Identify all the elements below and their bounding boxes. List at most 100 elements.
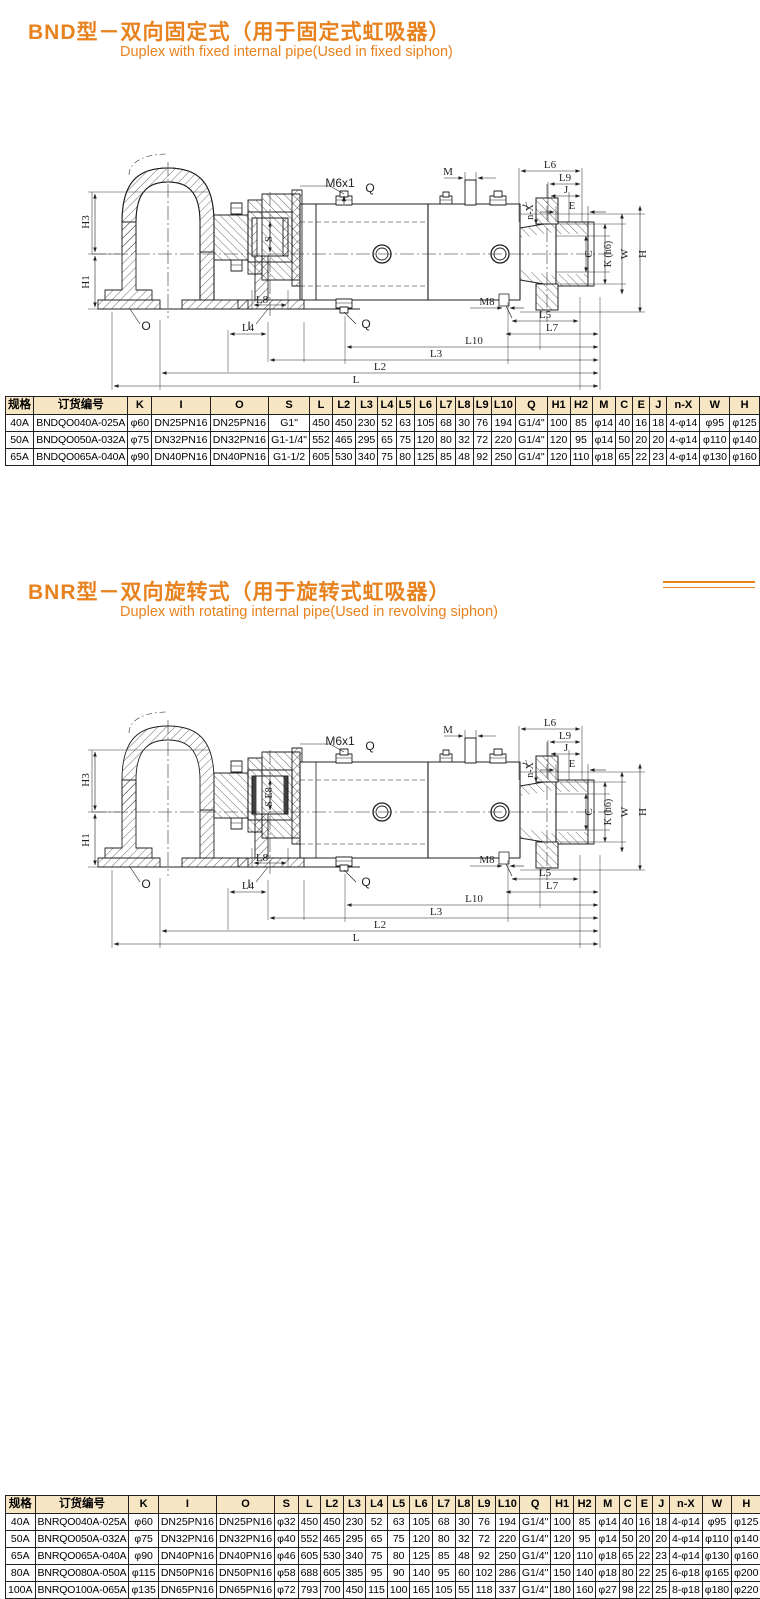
cell-L7: 95: [432, 1565, 455, 1582]
cell-I: DN40PN16: [152, 449, 210, 466]
cell-L7: 80: [432, 1531, 455, 1548]
cell-C: 50: [616, 432, 633, 449]
col-L3: L3: [355, 397, 378, 415]
cell-E: 22: [636, 1548, 653, 1565]
cell-L7: 68: [437, 415, 455, 432]
callout-Q-top: Q: [365, 181, 374, 195]
cell-H: φ160: [732, 1548, 760, 1565]
cell-J: 18: [653, 1514, 670, 1531]
dim-K-h6: K (h6): [603, 241, 614, 267]
dim-M-top: M: [443, 166, 453, 178]
cell-n-X: 8-φ18: [669, 1582, 702, 1599]
cell-I: DN25PN16: [152, 415, 210, 432]
col-O: O: [216, 1496, 274, 1514]
cell-S: G1-1/4": [269, 432, 310, 449]
dim-W: W: [619, 248, 631, 259]
cell-W: φ110: [702, 1531, 731, 1548]
dim-H: H: [637, 250, 649, 258]
dim-E: E: [569, 758, 576, 770]
col-M: M: [596, 1496, 620, 1514]
cell-L7: 105: [432, 1582, 455, 1599]
col-code: 订货编号: [34, 397, 128, 415]
cell-W: φ130: [702, 1548, 731, 1565]
dim-L2: L2: [374, 919, 386, 931]
callout-Q-top: Q: [365, 739, 374, 753]
cell-L7: 80: [437, 432, 455, 449]
cell-K: φ60: [129, 1514, 158, 1531]
cell-K: φ90: [129, 1548, 158, 1565]
cell-L3: 230: [355, 415, 378, 432]
cell-L5: 100: [387, 1582, 410, 1599]
cell-O: DN65PN16: [216, 1582, 274, 1599]
col-L10: L10: [495, 1496, 519, 1514]
cell-L2: 465: [321, 1531, 344, 1548]
dim-J: J: [564, 184, 569, 196]
col-W: W: [700, 397, 730, 415]
cell-Q: G1/4": [519, 1548, 551, 1565]
cell-L5: 80: [387, 1548, 410, 1565]
dim-L9: L9: [559, 730, 572, 742]
col-K: K: [128, 397, 152, 415]
cell-L10: 194: [491, 415, 515, 432]
cell-I: DN25PN16: [158, 1514, 216, 1531]
callout-I: I: [247, 877, 250, 891]
cell-L6: 120: [410, 1531, 433, 1548]
cell-订货编号: BNRQO040A-025A: [35, 1514, 129, 1531]
cell-L: 450: [310, 415, 333, 432]
cell-L: 450: [298, 1514, 321, 1531]
cell-L10: 194: [495, 1514, 519, 1531]
cell-规格: 50A: [6, 1531, 36, 1548]
cell-订货编号: BNRQO065A-040A: [35, 1548, 129, 1565]
cell-L7: 68: [432, 1514, 455, 1531]
cell-L8: 48: [455, 449, 473, 466]
dim-L9: L9: [559, 172, 572, 184]
cell-J: 18: [650, 415, 667, 432]
cell-规格: 65A: [6, 1548, 36, 1565]
cell-H1: 180: [551, 1582, 574, 1599]
cell-M: φ27: [596, 1582, 620, 1599]
cell-Q: G1/4": [519, 1531, 551, 1548]
cell-L7: 85: [432, 1548, 455, 1565]
cell-订货编号: BNDQO040A-025A: [34, 415, 128, 432]
cell-W: φ180: [702, 1582, 731, 1599]
cell-H: φ125: [730, 415, 760, 432]
dim-L3: L3: [430, 348, 443, 360]
cell-L3: 340: [355, 449, 378, 466]
technical-drawing-bnr: L6 L9 M J E L8 L4 M8 L5 L7 L10 L3 L2 L M…: [0, 630, 760, 950]
cell-C: 65: [619, 1548, 636, 1565]
cell-L2: 450: [321, 1514, 344, 1531]
col-H2: H2: [573, 1496, 596, 1514]
col-L8: L8: [455, 1496, 473, 1514]
cell-O: DN32PN16: [210, 432, 268, 449]
section-title-cn-bnr: BNR型－双向旋转式（用于旋转式虹吸器）: [28, 576, 451, 606]
cell-E: 22: [636, 1565, 653, 1582]
cell-S: φ32: [275, 1514, 299, 1531]
callout-I: I: [247, 319, 250, 333]
cell-Q: G1/4": [515, 432, 547, 449]
cell-H: φ200: [732, 1565, 760, 1582]
cell-L4: 115: [366, 1582, 388, 1599]
cell-L5: 80: [396, 449, 414, 466]
dim-E: E: [569, 200, 576, 212]
dim-H1: H1: [80, 833, 92, 846]
col-S: S: [269, 397, 310, 415]
cell-S: φ40: [275, 1531, 299, 1548]
cell-K: φ115: [129, 1565, 158, 1582]
cell-H2: 95: [570, 432, 592, 449]
dim-L2: L2: [374, 361, 386, 373]
cell-E: 16: [636, 1514, 653, 1531]
cell-L2: 530: [332, 449, 355, 466]
cell-Q: G1/4": [519, 1582, 551, 1599]
cell-H1: 120: [547, 449, 570, 466]
col-spec: 规格: [6, 1496, 36, 1514]
callout-M6x1: M6x1: [325, 176, 355, 190]
col-nX: n-X: [669, 1496, 702, 1514]
cell-E: 22: [633, 449, 650, 466]
dim-L3: L3: [430, 906, 443, 918]
col-L6: L6: [414, 397, 437, 415]
section-title-en-bnd: Duplex with fixed internal pipe(Used in …: [120, 44, 453, 60]
cell-O: DN25PN16: [210, 415, 268, 432]
